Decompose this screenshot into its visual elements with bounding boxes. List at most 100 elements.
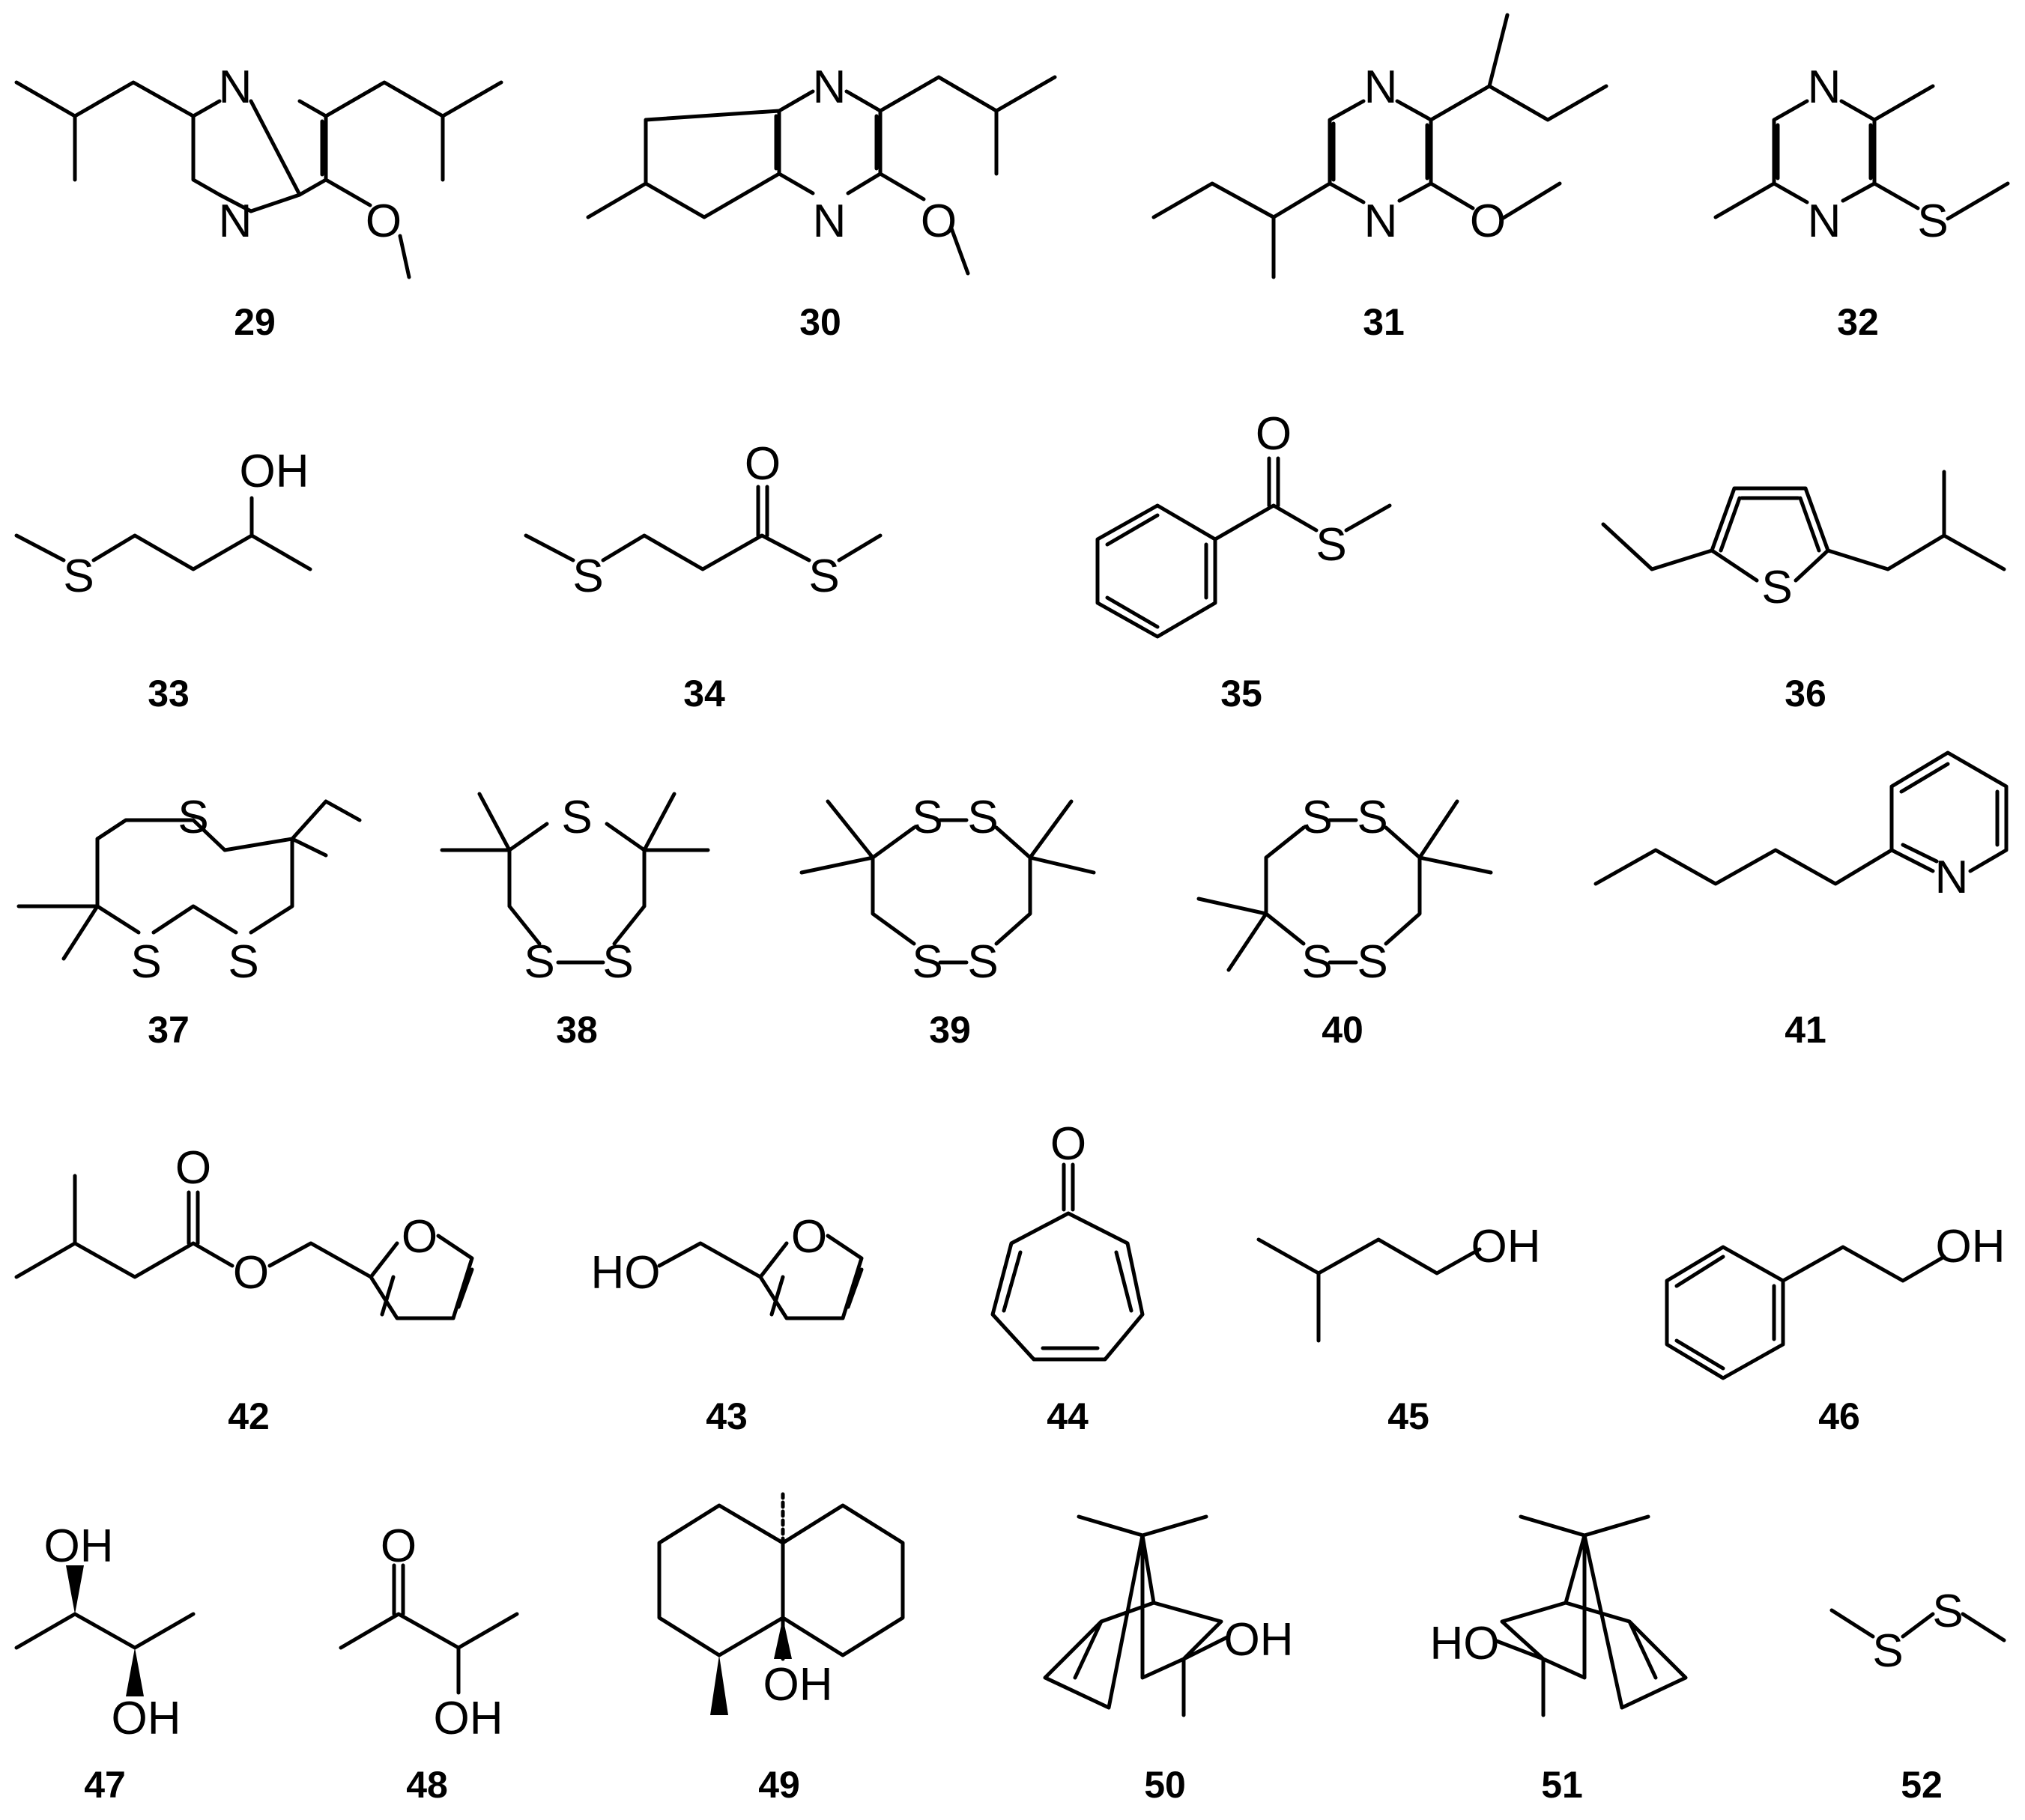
thioester-sulfur: S	[808, 550, 839, 602]
carbonyl-oxygen: O	[745, 438, 781, 490]
hydroxyl-group: HO	[591, 1247, 661, 1299]
carbonyl-oxygen: O	[1050, 1118, 1086, 1170]
compound-label: 34	[683, 673, 725, 715]
compound-label: 39	[929, 1009, 971, 1051]
compound-30: N N O 30	[586, 61, 1057, 343]
hydroxyl-group: OH	[1936, 1221, 2006, 1273]
compound-33: S OH 33	[14, 446, 312, 715]
compound-50: OH 50	[1043, 1514, 1294, 1806]
compound-47: OH OH 47	[14, 1520, 196, 1806]
furan-oxygen: O	[402, 1211, 438, 1263]
ring-sulfur-right: S	[228, 936, 258, 988]
compound-34: S S O 34	[524, 438, 883, 715]
ring-nitrogen-bottom: N	[813, 195, 847, 247]
compound-36: S 36	[1601, 470, 2006, 715]
disulfide-sulfur-1: S	[1872, 1625, 1903, 1677]
compound-label: 48	[406, 1764, 448, 1806]
furan-oxygen: O	[791, 1211, 827, 1263]
wedge-methyl	[710, 1655, 728, 1715]
ring-nitrogen-top: N	[1364, 61, 1398, 113]
compound-label: 52	[1901, 1764, 1943, 1806]
carbonyl-oxygen: O	[1256, 408, 1292, 460]
compound-42: O O O 42	[14, 1142, 474, 1437]
hydroxyl-group: OH	[1224, 1614, 1294, 1666]
compound-label: 45	[1387, 1395, 1429, 1437]
ring-sulfur-top: S	[561, 792, 592, 843]
pyridine-nitrogen: N	[1935, 852, 1969, 903]
hydroxyl-top: OH	[44, 1520, 114, 1572]
compound-40: S S S S 40	[1196, 792, 1493, 1051]
compound-label: 29	[234, 301, 276, 343]
wedge-bond-bottom	[126, 1648, 144, 1696]
compound-label: 32	[1837, 301, 1879, 343]
ring-nitrogen-top: N	[1808, 61, 1841, 113]
carbonyl-oxygen: O	[381, 1520, 417, 1572]
compound-37: S S S 37	[16, 792, 362, 1051]
compound-label: 42	[228, 1395, 270, 1437]
ring-nitrogen-top: N	[219, 61, 252, 113]
thiophene-sulfur: S	[1761, 562, 1792, 613]
compound-label: 35	[1220, 673, 1262, 715]
ring-sulfur-2: S	[967, 792, 998, 843]
compound-label: 31	[1363, 301, 1405, 343]
compound-label: 30	[799, 301, 841, 343]
compound-label: 38	[556, 1009, 598, 1051]
thioether-sulfur: S	[63, 550, 94, 602]
hydroxyl-group: OH	[1471, 1221, 1541, 1273]
thioether-sulfur: S	[572, 550, 603, 602]
ring-sulfur-4: S	[1357, 936, 1387, 988]
compound-52: S S 52	[1829, 1586, 2006, 1806]
ring-sulfur-1: S	[912, 792, 942, 843]
hydroxyl-group: OH	[763, 1659, 833, 1711]
compound-label: 47	[84, 1764, 126, 1806]
ring-sulfur-top: S	[178, 792, 208, 843]
compound-39: S S S S 39	[799, 792, 1096, 1051]
hydroxyl-group: OH	[434, 1693, 503, 1744]
ester-oxygen: O	[233, 1247, 269, 1299]
compound-label: 41	[1785, 1009, 1826, 1051]
ring-nitrogen-bottom: N	[1808, 195, 1841, 247]
compound-51: HO 51	[1430, 1514, 1688, 1806]
ring-sulfur-left: S	[130, 936, 161, 988]
ring-sulfur-left: S	[524, 936, 554, 988]
compound-38: S S S 38	[440, 792, 710, 1051]
compound-label: 44	[1047, 1395, 1089, 1437]
wedge-hydroxyl	[774, 1618, 792, 1659]
thioester-sulfur: S	[1316, 519, 1346, 571]
compound-49: OH 49	[657, 1492, 905, 1806]
compound-label: 49	[758, 1764, 800, 1806]
compound-label: 37	[148, 1009, 190, 1051]
methoxy-oxygen: O	[366, 195, 402, 247]
ring-sulfur-2: S	[1357, 792, 1387, 843]
disulfide-sulfur-2: S	[1932, 1586, 1963, 1637]
carbonyl-oxygen: O	[175, 1142, 211, 1194]
compound-32: N N S 32	[1713, 61, 2010, 343]
compound-35: O S 35	[1095, 408, 1392, 715]
ring-sulfur-4: S	[967, 936, 998, 988]
compound-44: O 44	[990, 1118, 1145, 1437]
thio-sulfur: S	[1917, 195, 1948, 247]
methoxy-oxygen: O	[1470, 195, 1506, 247]
compound-43: HO O 43	[591, 1211, 864, 1437]
ring-sulfur-1: S	[1301, 792, 1332, 843]
hydroxyl-bottom: OH	[112, 1693, 181, 1744]
ring-sulfur-right: S	[602, 936, 633, 988]
compound-31: N N O 31	[1151, 13, 1608, 343]
compound-label: 40	[1322, 1009, 1363, 1051]
compound-48: O OH 48	[339, 1520, 519, 1806]
wedge-bond-top	[66, 1565, 84, 1614]
compound-label: 33	[148, 673, 190, 715]
compound-label: 46	[1818, 1395, 1860, 1437]
compound-29: N N O 29	[14, 61, 503, 343]
hydroxyl-group: OH	[240, 446, 309, 497]
ring-sulfur-3: S	[912, 936, 942, 988]
compound-label: 43	[706, 1395, 748, 1437]
compound-label: 50	[1144, 1764, 1186, 1806]
compound-41: N 41	[1593, 750, 2009, 1051]
compound-label: 51	[1541, 1764, 1583, 1806]
ring-sulfur-3: S	[1301, 936, 1332, 988]
ring-nitrogen-top: N	[813, 61, 847, 113]
compound-45: OH 45	[1256, 1221, 1541, 1437]
ring-nitrogen-bottom: N	[1364, 195, 1398, 247]
